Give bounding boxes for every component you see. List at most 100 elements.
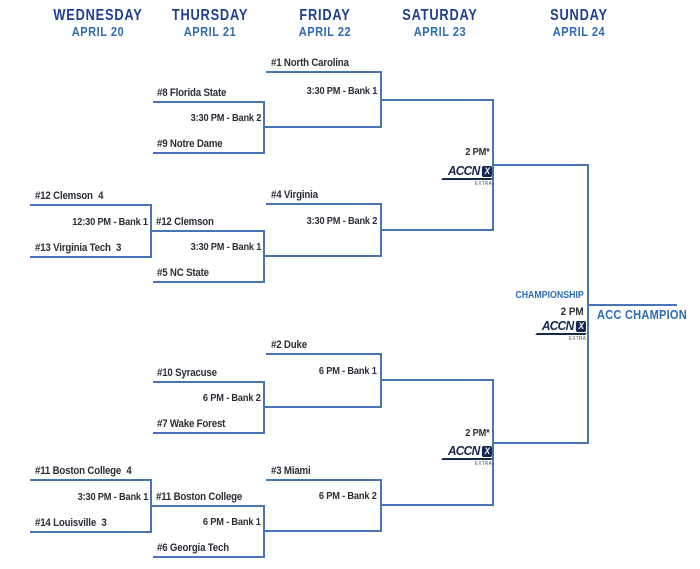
bracket-line — [153, 432, 265, 434]
date-label: APRIL 21 — [183, 24, 237, 39]
team-name: #12 Clemson — [35, 190, 93, 202]
bracket-line — [381, 99, 494, 101]
bracket-line — [589, 304, 677, 306]
acc-champion-label: ACC CHAMPION — [597, 308, 687, 322]
team-label-virginia: #4 Virginia — [271, 189, 318, 201]
team-label-miami: #3 Miami — [271, 465, 311, 477]
column-header-thursday: THURSDAY APRIL 21 — [100, 7, 320, 39]
game-time-semifinal-2: 2 PM* — [465, 427, 490, 439]
team-label-boston-college-advanced: #11 Boston College — [156, 491, 243, 503]
team-label-florida-state: #8 Florida State — [157, 87, 227, 99]
team-label-notre-dame: #9 Notre Dame — [157, 138, 223, 150]
team-label-duke: #2 Duke — [271, 339, 307, 351]
accn-logo-subtext: EXTRA — [474, 461, 492, 467]
accn-logo-wordmark: ACCN X — [447, 443, 492, 458]
team-label-syracuse: #10 Syracuse — [157, 367, 217, 379]
game-time-fri3: 6 PM - Bank 1 — [319, 365, 377, 377]
accn-logo-swoosh — [441, 178, 493, 180]
accn-x-icon: X — [575, 320, 586, 332]
date-label: APRIL 23 — [413, 24, 467, 39]
team-label-georgia-tech: #6 Georgia Tech — [157, 542, 229, 554]
team-name: #11 Boston College — [35, 465, 122, 477]
accn-logo-subtext: EXTRA — [474, 181, 492, 187]
date-label: APRIL 24 — [552, 24, 606, 39]
day-label: SUNDAY — [550, 7, 608, 24]
bracket-line — [266, 203, 382, 205]
game-time-championship: 2 PM — [560, 306, 584, 318]
column-header-friday: FRIDAY APRIL 22 — [215, 7, 435, 39]
game-time-fri2: 3:30 PM - Bank 2 — [306, 215, 377, 227]
team-label-north-carolina: #1 North Carolina — [271, 57, 349, 69]
bracket-line — [266, 353, 382, 355]
bracket-line — [263, 255, 382, 257]
day-label: SATURDAY — [402, 7, 478, 24]
accn-extra-logo: ACCN X EXTRA — [535, 318, 587, 342]
team-name: #13 Virginia Tech — [35, 242, 111, 254]
team-score: 4 — [126, 465, 132, 477]
accn-logo-wordmark: ACCN X — [447, 163, 492, 178]
bracket-line — [153, 152, 265, 154]
game-time-fri1: 3:30 PM - Bank 1 — [306, 85, 377, 97]
team-label-boston-college-seed11: #11 Boston College 4 — [35, 465, 132, 478]
bracket-line — [30, 479, 152, 481]
column-header-saturday: SATURDAY APRIL 23 — [330, 7, 550, 39]
accn-logo-text: ACCN — [447, 443, 480, 458]
accn-logo-wordmark: ACCN X — [541, 318, 586, 333]
bracket-line — [153, 281, 265, 283]
bracket-line — [381, 504, 494, 506]
accn-x-icon: X — [481, 445, 492, 457]
accn-x-icon: X — [481, 165, 492, 177]
bracket-line — [493, 164, 589, 166]
bracket-line — [263, 530, 382, 532]
column-header-sunday: SUNDAY APRIL 24 — [469, 7, 689, 39]
accn-extra-logo: ACCN X EXTRA — [441, 443, 493, 467]
bracket-line — [153, 381, 265, 383]
game-time-thu2: 3:30 PM - Bank 1 — [190, 241, 261, 253]
bracket-line — [30, 531, 152, 533]
team-name: #14 Louisville — [35, 517, 97, 529]
accn-logo-subtext: EXTRA — [568, 336, 586, 342]
date-label: APRIL 22 — [298, 24, 352, 39]
championship-label: CHAMPIONSHIP — [515, 290, 584, 301]
accn-logo-text: ACCN — [541, 318, 574, 333]
game-time-wed1: 12:30 PM - Bank 1 — [72, 216, 148, 228]
team-label-clemson-advanced: #12 Clemson — [156, 216, 214, 228]
bracket-line — [30, 204, 152, 206]
team-label-wake-forest: #7 Wake Forest — [157, 418, 226, 430]
day-label: WEDNESDAY — [53, 7, 143, 24]
day-label: THURSDAY — [171, 7, 249, 24]
accn-extra-logo: ACCN X EXTRA — [441, 163, 493, 187]
bracket-line — [150, 230, 265, 232]
game-time-semifinal-1: 2 PM* — [465, 146, 490, 158]
team-label-louisville: #14 Louisville 3 — [35, 517, 107, 530]
bracket-line — [153, 556, 265, 558]
game-time-wed2: 3:30 PM - Bank 1 — [77, 491, 148, 503]
bracket-line — [263, 101, 265, 154]
bracket-line — [263, 406, 382, 408]
game-time-thu3: 6 PM - Bank 2 — [203, 392, 261, 404]
bracket-line — [264, 126, 382, 128]
bracket-line — [30, 256, 152, 258]
date-label: APRIL 20 — [71, 24, 125, 39]
bracket-line — [150, 505, 265, 507]
team-score: 4 — [98, 190, 104, 202]
game-time-fri4: 6 PM - Bank 2 — [319, 490, 377, 502]
game-time-thu4: 6 PM - Bank 1 — [203, 516, 261, 528]
accn-logo-swoosh — [535, 333, 587, 335]
bracket-line — [266, 71, 382, 73]
team-label-nc-state: #5 NC State — [157, 267, 209, 279]
accn-logo-text: ACCN — [447, 163, 480, 178]
team-label-clemson-seed12: #12 Clemson 4 — [35, 190, 103, 203]
accn-logo-swoosh — [441, 458, 493, 460]
column-header-wednesday: WEDNESDAY APRIL 20 — [0, 7, 208, 39]
bracket-line — [587, 164, 589, 444]
team-score: 3 — [101, 517, 107, 529]
bracket-line — [153, 101, 265, 103]
bracket-line — [493, 442, 589, 444]
bracket-line — [381, 229, 494, 231]
game-time-thu1: 3:30 PM - Bank 2 — [190, 112, 261, 124]
day-label: FRIDAY — [299, 7, 351, 24]
bracket-line — [381, 379, 494, 381]
